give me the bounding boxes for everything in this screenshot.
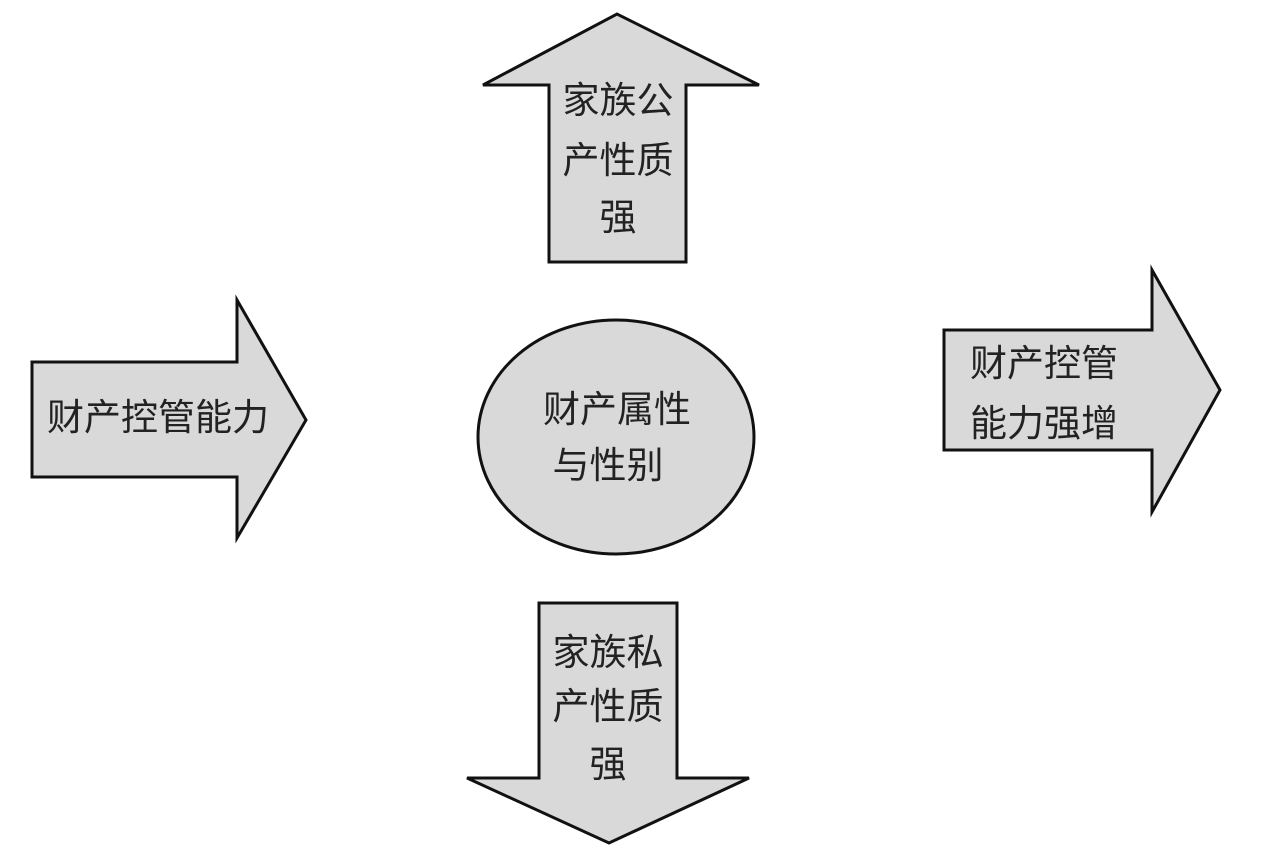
center-circle: 财产属性 与性别: [476, 318, 756, 556]
left-arrow-shape: [30, 294, 308, 544]
center-circle-shape: [476, 318, 756, 556]
left-arrow: 财产控管能力: [30, 294, 308, 544]
top-arrow-shape: [482, 12, 760, 264]
bottom-arrow-label-line-3: 强: [590, 743, 627, 786]
right-arrow-shape: [942, 264, 1222, 518]
right-arrow-label-line-1: 财产控管: [970, 342, 1118, 385]
center-circle-label-line-1: 财产属性: [543, 388, 691, 431]
bottom-arrow-shape: [466, 601, 750, 845]
bottom-arrow: 家族私 产性质 强: [466, 601, 750, 845]
top-arrow-label-line-3: 强: [600, 196, 637, 239]
bottom-arrow-label-line-1: 家族私: [553, 631, 664, 674]
top-arrow-label-line-2: 产性质: [563, 139, 674, 182]
right-arrow-label-line-2: 能力强增: [970, 402, 1118, 445]
bottom-arrow-label-line-2: 产性质: [553, 685, 664, 728]
right-arrow: 财产控管 能力强增: [942, 264, 1222, 518]
top-arrow-label-line-1: 家族公: [563, 79, 674, 122]
left-arrow-label-line-1: 财产控管能力: [47, 396, 269, 439]
top-arrow: 家族公 产性质 强: [482, 12, 760, 264]
center-circle-label-line-2: 与性别: [553, 444, 664, 487]
